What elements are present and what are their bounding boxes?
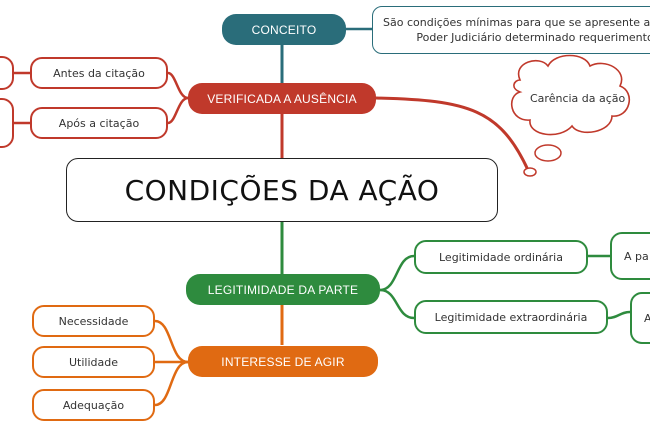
antes-citacao-node: Antes da citação [30,57,168,89]
legitimidade-cutoff-1: A pa [610,232,650,280]
conceito-note-line2: Poder Judiciário determinado requeriment… [416,31,650,44]
connector-leg-ordinaria [379,254,415,292]
cloud-shape [510,54,631,177]
verificada-node: VERIFICADA A AUSÊNCIA [188,83,376,114]
connector-antes [167,71,189,100]
necessidade-node: Necessidade [32,305,155,337]
adequacao-node: Adequação [32,389,155,421]
central-node: CONDIÇÕES DA AÇÃO [66,158,498,222]
connector-adequacao [154,360,189,407]
carencia-acao-text: Carência da ação [530,92,626,105]
legitimidade-cutoff-2-text: A [644,312,650,325]
legitimidade-ordinaria-node: Legitimidade ordinária [414,240,588,274]
utilidade-node: Utilidade [32,346,155,378]
legitimidade-node: LEGITIMIDADE DA PARTE [186,274,380,305]
conceito-node: CONCEITO [222,14,346,45]
verificada-left-cutoff-2 [0,98,14,148]
interesse-node: INTERESSE DE AGIR [188,346,378,377]
connector-leg-extra [379,288,415,320]
connector-apos [167,96,189,125]
legitimidade-extraordinaria-node: Legitimidade extraordinária [414,300,608,334]
conceito-note-line1: São condições mínimas para que se aprese… [383,16,650,29]
legitimidade-cutoff-2: A [630,292,650,344]
connector-cloud [375,96,530,171]
connector-extra-right [607,310,631,320]
conceito-note: São condições mínimas para que se aprese… [372,6,650,54]
apos-citacao-node: Após a citação [30,107,168,139]
legitimidade-cutoff-1-text: A pa [624,249,649,263]
connector-necessidade [154,319,189,364]
